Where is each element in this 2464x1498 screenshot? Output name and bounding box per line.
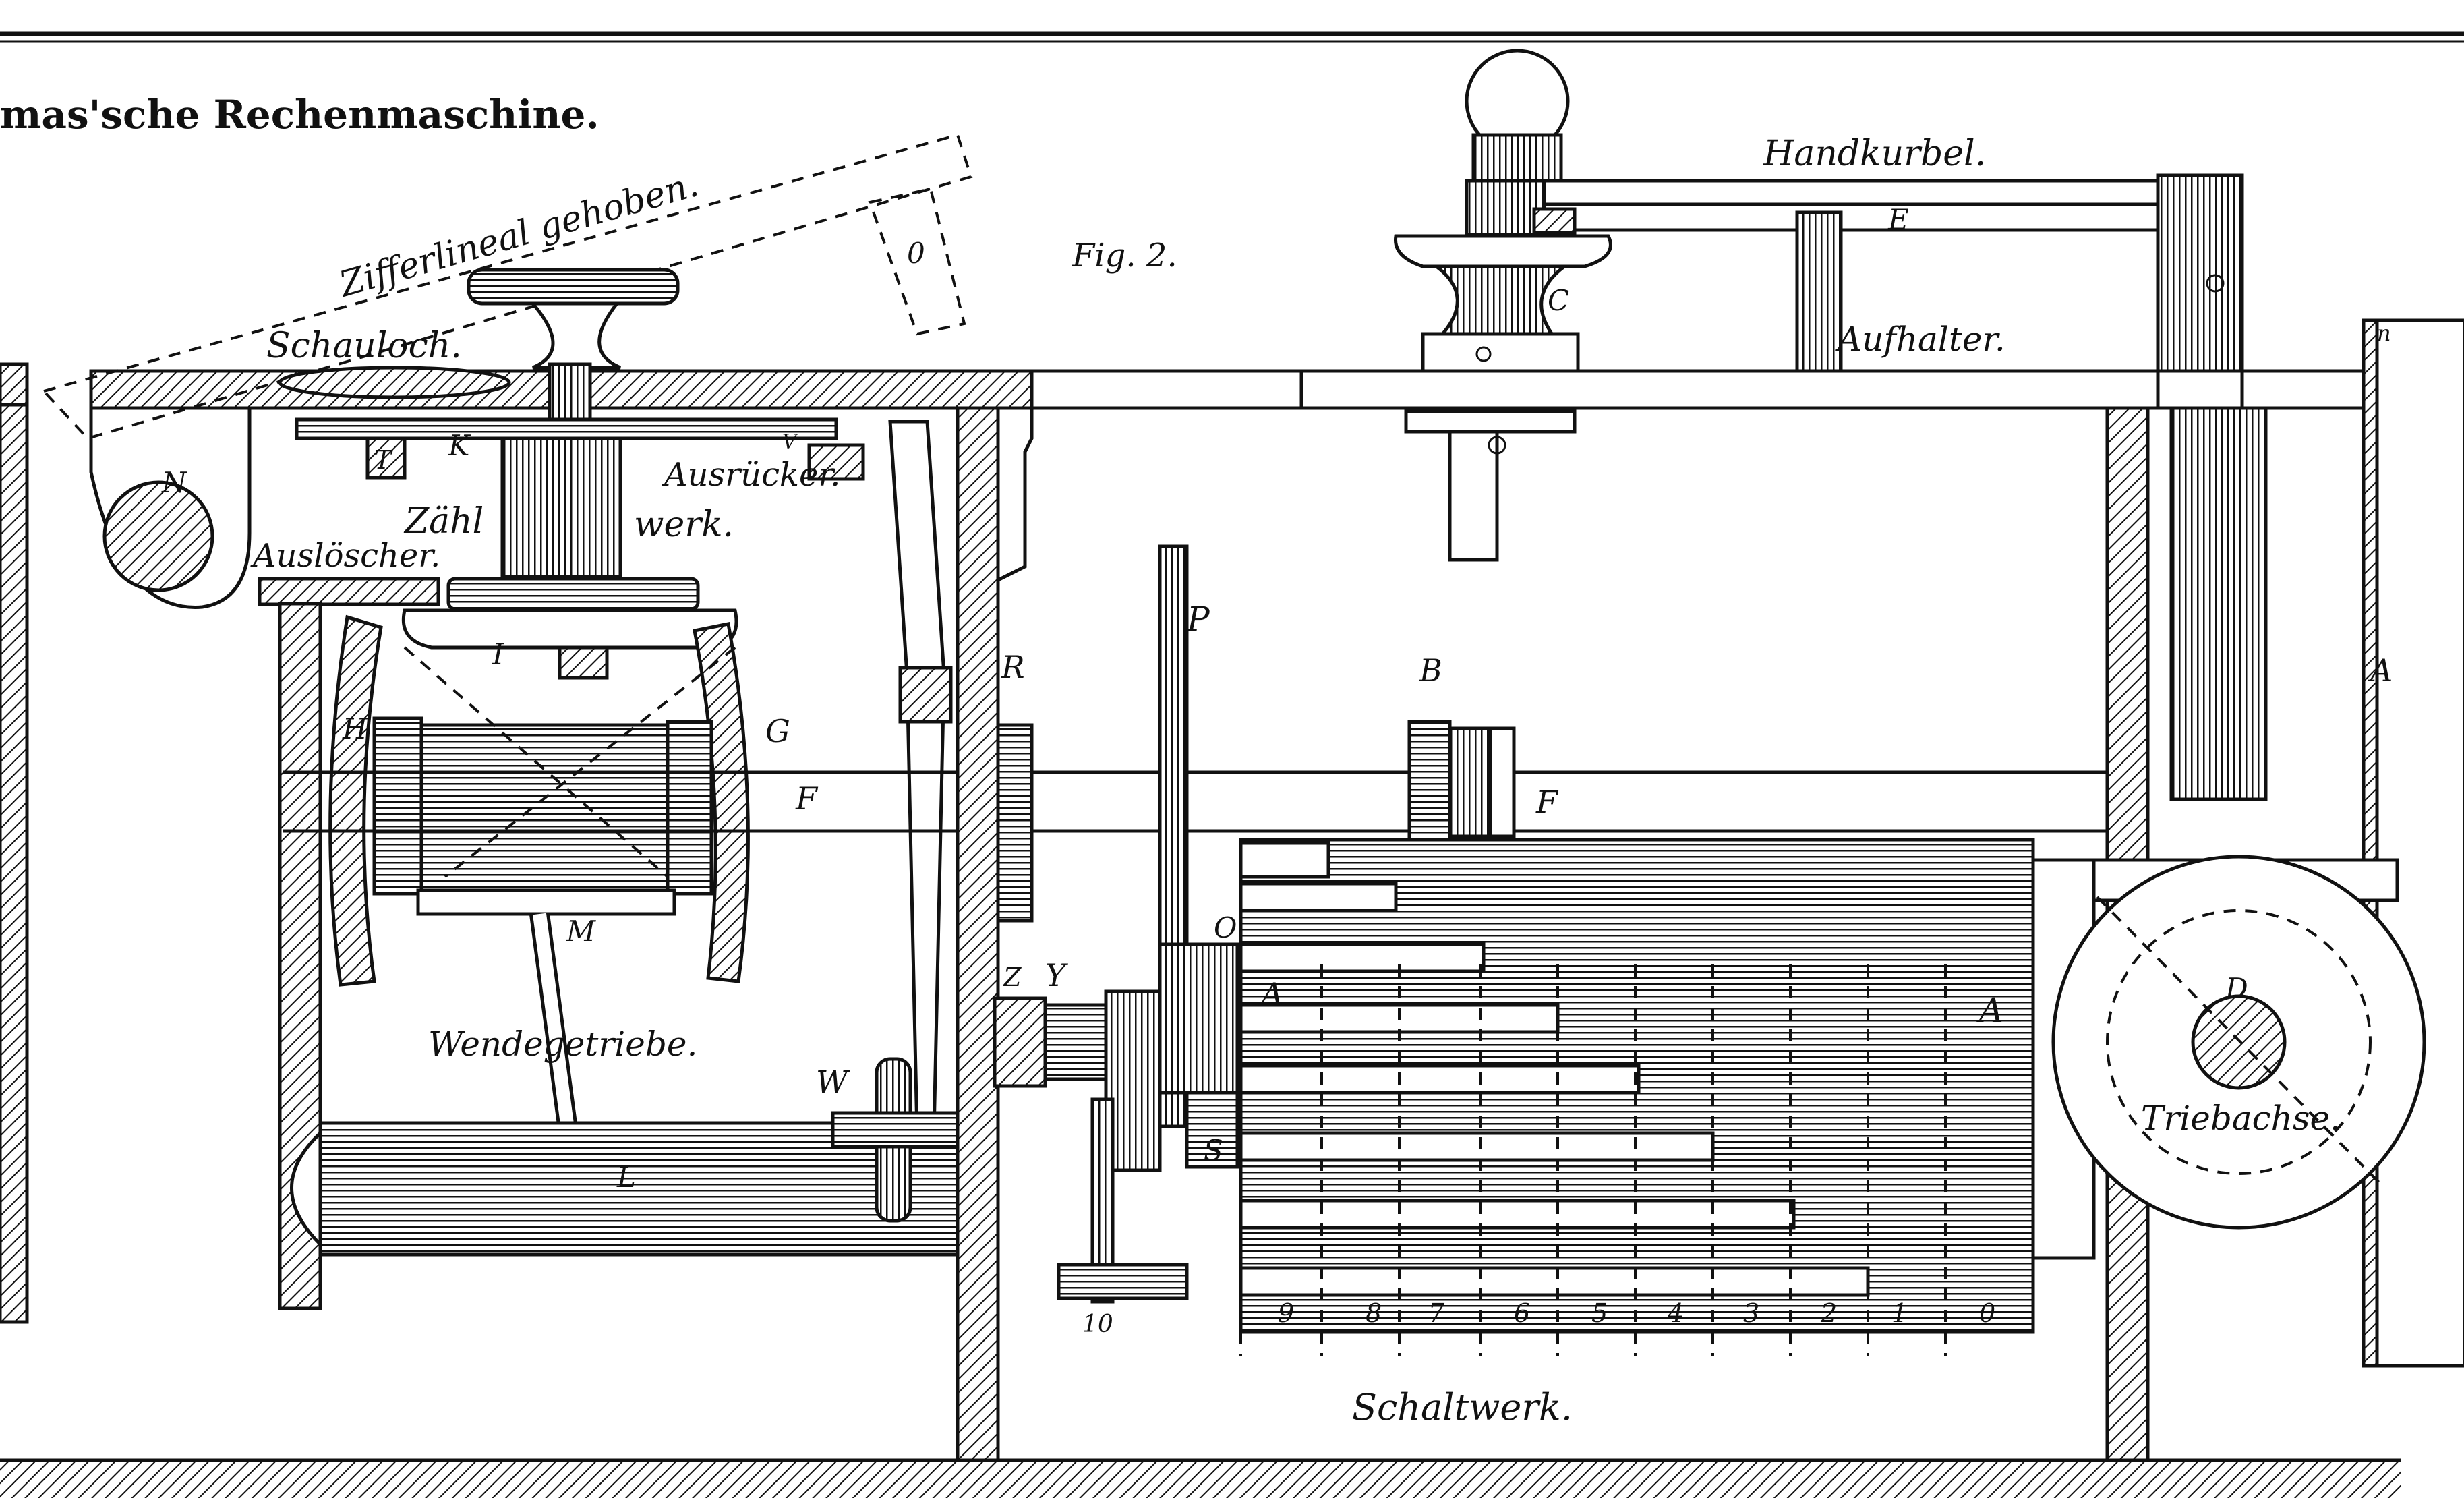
digit-0: 0 [1979,1298,1995,1328]
inspection-hole [278,366,511,399]
bevel-gear-g [666,622,750,983]
label-schaltwerk: Schaltwerk. [1352,1386,1573,1429]
crank-shaft [2156,173,2268,801]
label-aufhalter: Aufhalter. [1835,320,2005,359]
label-a-drum-left: A [1258,976,1283,1012]
plate-title: mas'sche Rechenmaschine. [0,92,599,138]
label-b: B [1419,652,1442,689]
label-g: G [765,713,790,749]
label-c: C [1548,284,1569,317]
label-a-drum-right: A [1976,991,2003,1030]
digit-scale-labels: 9 8 7 6 5 4 3 2 1 0 [1278,1298,1995,1328]
label-n-small: n [2377,320,2391,346]
plate-border [0,31,2464,43]
label-f-left: F [795,780,819,817]
label-l: L [616,1161,636,1194]
digit-1: 1 [1891,1298,1908,1328]
label-zaehl: Zähl [403,501,483,542]
label-y: Y [1045,957,1069,993]
crank-rod [1404,408,1577,562]
raised-ruler [41,133,973,440]
label-werk: werk. [634,505,734,545]
counter-knob [467,268,680,424]
bevel-gear-i [401,577,738,680]
label-f-right: F [1535,784,1559,820]
lever-w [831,1057,960,1223]
label-i: I [492,637,505,672]
label-triebachse: Triebachse. [2141,1099,2341,1138]
label-o-small: 0 [907,237,925,270]
digit-6: 6 [1514,1298,1530,1328]
lever-r [888,420,953,1135]
gear-10 [1057,1097,1189,1304]
counter-wheel [295,417,865,579]
shaft-f [283,770,2144,833]
label-h: H [342,712,368,745]
digit-4: 4 [1667,1298,1684,1328]
label-wendegetriebe: Wendegetriebe. [428,1025,697,1064]
bevel-gear-h [328,614,423,987]
digit-9: 9 [1278,1298,1294,1328]
label-m: M [566,915,596,948]
label-e: E [1887,203,1909,236]
reset-bar [258,577,440,606]
stop-column [1795,210,1843,373]
label-ausloescher: Auslöscher. [250,537,440,575]
label-t: T [374,445,393,475]
label-n-big: N [161,466,187,499]
digit-5: 5 [1591,1298,1608,1328]
middle-wall [956,406,1000,1462]
figure-number: Fig. 2. [1072,237,1177,275]
label-s: S [1204,1134,1223,1167]
label-o-mid: O [1214,911,1237,944]
wall-bracket [997,408,1034,582]
stepped-drum [1239,838,2052,1334]
digit-8: 8 [1366,1298,1382,1328]
label-v: V [782,430,799,454]
drive-axle-d [2031,855,2426,1260]
label-10: 10 [1082,1310,1113,1338]
digit-scale [1239,964,1947,1356]
label-ausruecker: Ausrücker. [662,456,840,494]
label-a-right: A [2368,652,2393,689]
shaft-hub [996,723,1034,923]
pivot-n [89,408,252,609]
label-k: K [448,429,471,462]
label-p: P [1186,600,1210,639]
label-w: W [816,1064,850,1100]
gear-train-zy [993,942,1266,1172]
ground-hatching [0,1458,2401,1498]
label-schauloch: Schauloch. [266,326,462,366]
digit-3: 3 [1743,1298,1759,1328]
label-r: R [1001,649,1025,685]
reversing-drum [403,646,736,916]
gear-b [1407,720,1516,842]
digit-7: 7 [1428,1298,1445,1328]
label-d: D [2225,972,2248,1005]
digit-2: 2 [1820,1298,1837,1328]
crank-arm-e [1532,179,2241,235]
label-handkurbel: Handkurbel. [1763,134,1986,174]
label-z: Z [1003,962,1022,992]
